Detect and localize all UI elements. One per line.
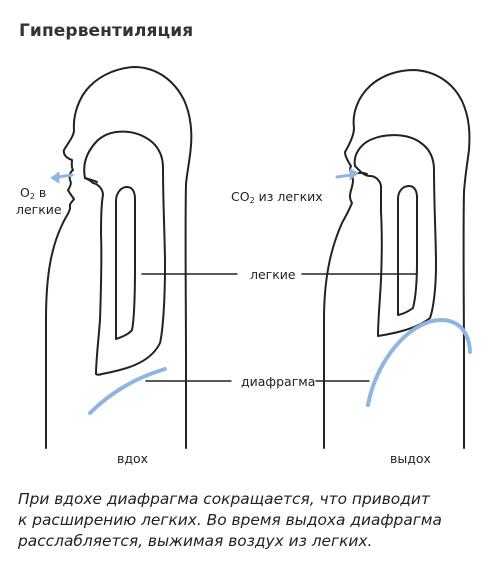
exhale-diaphragm: [366, 318, 472, 407]
caption-line-1: При вдохе диафрагма сокращается, что при…: [18, 490, 430, 508]
inhale-mouth-line: [84, 177, 98, 183]
o2-label-main: O: [20, 185, 30, 200]
co2-label-main: CO: [231, 189, 250, 204]
inhale-airflow-arrow: [56, 173, 74, 179]
co2-label-sub: 2: [249, 196, 255, 205]
inhale-label: вдох: [117, 451, 149, 466]
figure-title: Гипервентиляция: [19, 21, 194, 41]
o2-label: O2 в: [20, 185, 46, 204]
inhale-diaphragm: [88, 367, 167, 415]
figure-caption: При вдохе диафрагма сокращается, что при…: [18, 489, 488, 552]
lungs-label: легкие: [250, 267, 296, 282]
caption-line-2: к расширению легких. Во время выдоха диа…: [18, 511, 442, 529]
inhale-airflow-arrowhead: [50, 171, 60, 184]
exhale-airway-lungs-outline: [353, 134, 437, 337]
diaphragm-label: диафрагма: [241, 374, 316, 389]
o2-label-suffix: в: [34, 185, 47, 200]
exhale-label: выдох: [390, 451, 431, 466]
caption-line-3: расслабляется, выжимая воздух из легких.: [18, 532, 373, 550]
exhale-body-outline: [323, 69, 471, 449]
o2-label-sub: 2: [29, 192, 35, 201]
co2-label-suffix: из легких: [254, 189, 323, 204]
inhale-body-outline: [45, 66, 193, 449]
exhale-airflow-arrow: [335, 173, 353, 179]
exhale-airflow-arrowhead: [349, 168, 359, 181]
inhale-airway-inner: [115, 186, 136, 340]
o2-label-line2: легкие: [16, 202, 62, 217]
co2-label: CO2 из легких: [231, 189, 323, 208]
exhale-airway-inner: [397, 185, 418, 316]
inhale-airway-lungs-outline: [83, 130, 166, 376]
